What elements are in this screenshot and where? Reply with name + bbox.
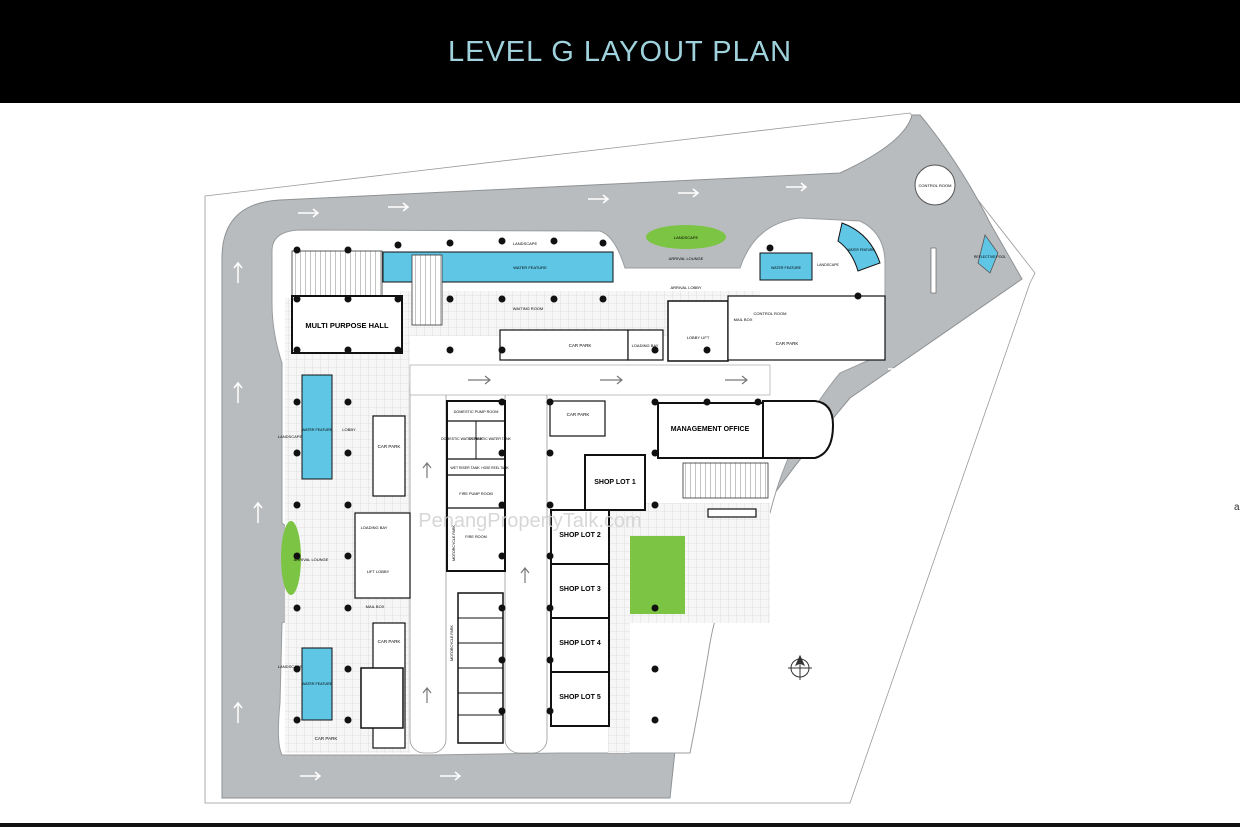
road-arrows <box>233 182 895 781</box>
floor-plan-drawing: MULTI PURPOSE HALL CAR PARK LOADING BAY … <box>204 112 1036 804</box>
lift-lobby-core <box>354 512 411 599</box>
shop-lot-1 <box>584 454 646 511</box>
control-room-roundel <box>914 164 956 206</box>
car-park-southwest-label: CAR PARK <box>378 639 401 644</box>
southwest-room <box>360 667 404 729</box>
drive-aisle-top <box>409 364 771 396</box>
loading-bay <box>627 329 664 361</box>
north-arrow-icon <box>788 654 812 680</box>
motorcycle-park-south-label: MOTORCYCLE PARK <box>450 624 454 660</box>
staircase-lobby <box>411 254 443 326</box>
control-room-label: CONTROL ROOM <box>919 183 952 188</box>
floor-plan: MULTI PURPOSE HALL CAR PARK LOADING BAY … <box>0 103 1240 823</box>
water-feature-label-north: WATER FEATURE <box>513 265 547 270</box>
loading-bay-west-label: LOADING BAY <box>361 525 388 530</box>
management-office-annex <box>762 400 835 459</box>
lift-lobby-label: LIFT LOBBY <box>367 569 390 574</box>
domestic-pump-room-label: DOMESTIC PUMP ROOM <box>454 410 499 414</box>
stair-east <box>682 462 769 499</box>
water-feature-curved <box>837 222 881 272</box>
drive-aisle-b <box>504 382 548 754</box>
tiled-floor-south <box>608 523 630 753</box>
shop-lot-1-label: SHOP LOT 1 <box>594 479 636 486</box>
arrival-lounge-label-west: ARRIVAL LOUNGE <box>294 557 329 562</box>
structural-columns <box>293 237 862 724</box>
shop-lot-5 <box>550 671 610 727</box>
water-feature-label-east: WATER FEATURE <box>771 266 802 270</box>
bench-east <box>707 508 757 518</box>
drive-aisle-a <box>409 372 447 754</box>
mail-box-label-west: MAIL BOX <box>366 604 385 609</box>
multi-purpose-hall-room <box>291 295 403 354</box>
green-court <box>630 536 685 614</box>
car-park-northeast <box>727 295 886 361</box>
water-feature-west <box>301 374 333 480</box>
lobby-lift-label: LOBBY LIFT <box>687 335 710 340</box>
loading-bay-label: LOADING BAY <box>632 343 659 348</box>
grand-staircase <box>291 250 383 297</box>
header-bar: LEVEL G LAYOUT PLAN <box>0 0 1240 103</box>
management-office <box>657 402 764 459</box>
shop-lot-4 <box>550 617 610 673</box>
waiting-room-label: WAITING ROOM <box>513 306 544 311</box>
multi-purpose-hall-label: MULTI PURPOSE HALL <box>305 321 389 330</box>
water-feature-label-west: WATER FEATURE <box>302 428 333 432</box>
arrival-lobby-label: ARRIVAL LOBBY <box>670 285 701 290</box>
reflective-pool <box>977 234 999 274</box>
shop-lot-2 <box>550 509 610 565</box>
car-park-central-label: CAR PARK <box>567 412 590 417</box>
car-park-south-label: CAR PARK <box>315 736 338 741</box>
cropped-text-fragment: a <box>1234 502 1240 513</box>
domestic-water-tank-label-b: DOMESTIC WATER TANK <box>469 437 511 441</box>
landscape-label-east: LANDSCAPE <box>817 263 839 267</box>
landscape-label-oval: LANDSCAPE <box>674 235 699 240</box>
landscape-oval-north <box>646 225 726 249</box>
hose-reel-tank-label: HOSE REEL TANK <box>481 466 509 470</box>
landscape-label-southwest: LANDSCAPE <box>278 664 303 669</box>
car-park-north-label: CAR PARK <box>569 343 592 348</box>
fire-pump-room-label: FIRE PUMP ROOM <box>459 492 492 496</box>
reflective-pool-label: REFLECTIVE POOL <box>974 255 1006 259</box>
water-feature-label-southwest: WATER FEATURE <box>302 682 333 686</box>
shop-lot-5-label: SHOP LOT 5 <box>559 694 601 701</box>
management-office-label: MANAGEMENT OFFICE <box>671 426 750 433</box>
page-title: LEVEL G LAYOUT PLAN <box>447 36 793 68</box>
car-park-west-label: CAR PARK <box>378 444 401 449</box>
mail-box-label-east: MAIL BOX <box>734 317 753 322</box>
watermark: PenangPropertyTalk.com <box>418 510 641 532</box>
site-boundary <box>204 112 1036 804</box>
water-feature-east <box>759 252 813 281</box>
shop-lot-2-label: SHOP LOT 2 <box>559 532 601 539</box>
motorcycle-park-label: MOTORCYCLE PARK <box>452 524 456 560</box>
gate-bar-east <box>930 247 937 294</box>
car-park-west <box>372 415 406 497</box>
water-feature-label-curved: WATER FEATURE <box>848 248 875 252</box>
landscape-label-north: LANDSCAPE <box>513 241 538 246</box>
lobby-label-west: LOBBY <box>342 427 356 432</box>
bottom-rule <box>0 823 1240 827</box>
car-park-northeast-label: CAR PARK <box>776 341 799 346</box>
shop-lot-3-label: SHOP LOT 3 <box>559 586 601 593</box>
wet-riser-tank-label: WET RISER TANK <box>450 466 480 470</box>
control-room-label-east: CONTROL ROOM <box>754 311 787 316</box>
arrival-lounge-label-north: ARRIVAL LOUNGE <box>669 256 704 261</box>
water-feature-southwest <box>301 647 333 721</box>
shop-lot-3 <box>550 563 610 619</box>
fire-room-label: FIRE ROOM <box>465 535 487 539</box>
shop-lot-4-label: SHOP LOT 4 <box>559 640 601 647</box>
domestic-water-tank-label-a: DOMESTIC WATER TANK <box>441 437 483 441</box>
landscape-label-west: LANDSCAPE <box>278 434 303 439</box>
lobby-lift-core <box>667 300 729 362</box>
aisle-arrows <box>422 375 748 703</box>
car-park-north <box>499 329 629 361</box>
landscape-oval-west <box>281 521 301 595</box>
car-park-central <box>549 400 606 437</box>
